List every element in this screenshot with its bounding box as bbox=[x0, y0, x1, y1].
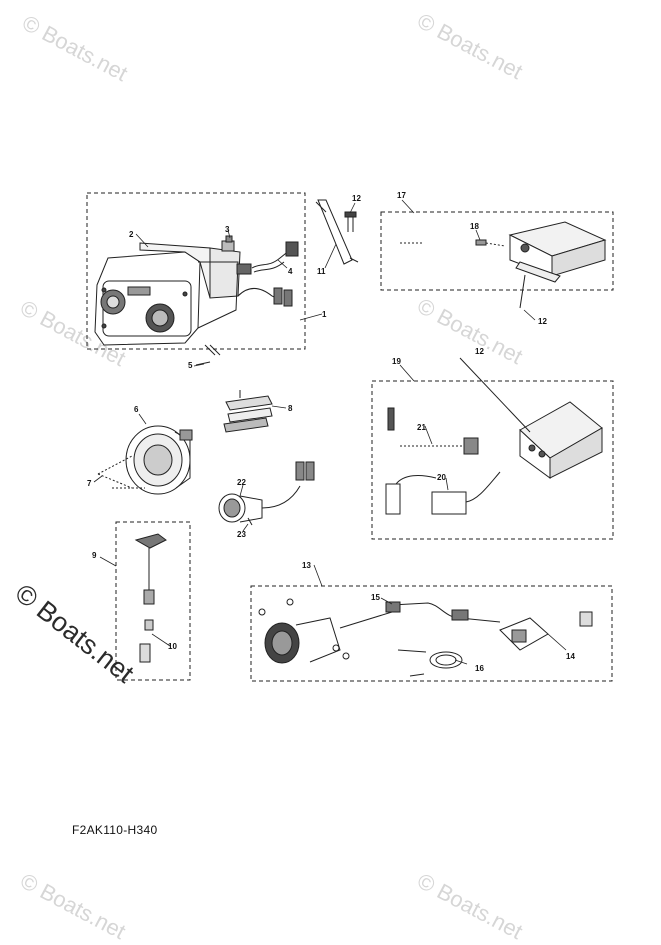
speaker-part-6 bbox=[97, 425, 193, 495]
group-box-1 bbox=[86, 192, 306, 350]
callout-22: 22 bbox=[237, 478, 246, 487]
callouts: 1 2 3 4 5 6 7 8 9 10 11 12 12 12 13 14 1… bbox=[87, 191, 575, 673]
callout-8: 8 bbox=[288, 404, 293, 413]
callout-20: 20 bbox=[437, 473, 446, 482]
sensor-part-9 bbox=[134, 533, 167, 663]
group-box-19 bbox=[371, 380, 614, 540]
callout-21: 21 bbox=[417, 423, 426, 432]
callout-1: 1 bbox=[322, 310, 327, 319]
callout-19: 19 bbox=[392, 357, 401, 366]
stereo-receiver bbox=[94, 242, 241, 346]
callout-15: 15 bbox=[371, 593, 380, 602]
group-box-13 bbox=[250, 585, 613, 682]
callout-13: 13 bbox=[302, 561, 311, 570]
screws-part-5 bbox=[195, 344, 221, 366]
callout-3: 3 bbox=[225, 225, 230, 234]
callout-14: 14 bbox=[566, 652, 575, 661]
callout-4: 4 bbox=[288, 267, 293, 276]
callout-12a: 12 bbox=[352, 194, 361, 203]
group-box-9 bbox=[115, 521, 191, 681]
callout-10: 10 bbox=[168, 642, 177, 651]
callout-2: 2 bbox=[129, 230, 134, 239]
amplifier-part-19 bbox=[385, 357, 603, 515]
callout-6: 6 bbox=[134, 405, 139, 414]
callout-23: 23 bbox=[237, 530, 246, 539]
display-assembly-part-13 bbox=[258, 598, 593, 677]
callout-11: 11 bbox=[317, 267, 326, 276]
wire-harness-part-4 bbox=[236, 241, 299, 307]
callout-9: 9 bbox=[92, 551, 97, 560]
callout-7: 7 bbox=[87, 479, 92, 488]
diagram-code: F2AK110-H340 bbox=[72, 823, 158, 837]
callout-16: 16 bbox=[475, 664, 484, 673]
bracket-part-11 bbox=[315, 199, 359, 265]
parts-diagram: 1 2 3 4 5 6 7 8 9 10 11 12 12 12 13 14 1… bbox=[86, 191, 614, 682]
callout-17: 17 bbox=[397, 191, 406, 200]
callout-18: 18 bbox=[470, 222, 479, 231]
connector-part-3 bbox=[221, 235, 235, 252]
callout-12c: 12 bbox=[475, 347, 484, 356]
callout-5: 5 bbox=[188, 361, 193, 370]
strip-part-8 bbox=[223, 390, 273, 433]
group-box-17 bbox=[380, 211, 614, 291]
meter-part-22 bbox=[218, 461, 315, 526]
callout-12b: 12 bbox=[538, 317, 547, 326]
screws-part-12-top bbox=[344, 211, 357, 232]
leader-lines bbox=[93, 199, 567, 665]
amplifier-part-17 bbox=[400, 221, 607, 309]
